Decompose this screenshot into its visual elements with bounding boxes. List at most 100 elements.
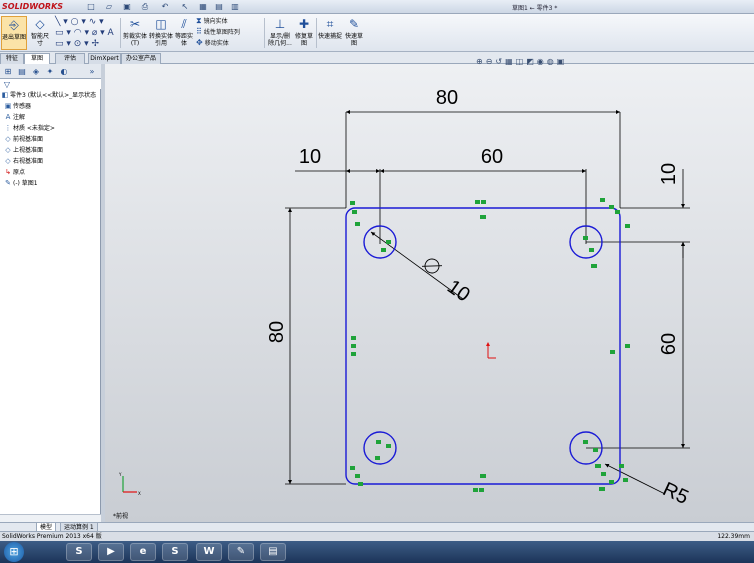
quick-snaps-button[interactable]: ⌗ 快速捕捉 (318, 17, 343, 40)
exit-sketch-icon: ⎆ (9, 18, 19, 32)
dimxpert-icon[interactable]: ✦ (46, 67, 54, 76)
command-manager: ⎆ 退出草图 ◇ 智能尺寸 ╲ ▾ ○ ▾ ∿ ▾ ▭ ▾ ◠ ▾ ⌀ ▾ A … (0, 14, 754, 52)
tree-item-front-plane[interactable]: ◇前视基准面 (5, 135, 44, 143)
taskbar-app-folder-icon[interactable]: ▤ (260, 543, 286, 561)
trim-button[interactable]: ✂ 剪裁实体(T) (123, 17, 148, 47)
status-bar: SolidWorks Premium 2013 x64 版 122.39mm (0, 531, 754, 541)
tab-evaluate[interactable]: 评估 (55, 53, 85, 64)
offset-button[interactable]: ⫽ 等距实体 (174, 17, 193, 47)
hole-bottom-left[interactable] (363, 431, 397, 465)
sketch-icon: ✎ (5, 179, 11, 187)
rounded-rectangle[interactable] (345, 207, 621, 485)
rapid-sketch-icon: ✎ (348, 17, 360, 31)
section-view-icon[interactable]: ▦ (505, 57, 513, 66)
hole-top-right[interactable] (569, 225, 603, 259)
tree-item-origin[interactable]: ↳原点 (5, 168, 26, 176)
tree-root[interactable]: ◧零件3 (默认<<默认>_显示状态 (1, 91, 97, 99)
rapid-sketch-button[interactable]: ✎ 快速草图 (344, 17, 363, 47)
tree-item-sketch1[interactable]: ✎(-) 草图1 (5, 179, 38, 187)
taskbar-app-browser-icon[interactable]: e (130, 543, 156, 561)
diameter-symbol (421, 258, 443, 274)
previous-view-icon[interactable]: ↺ (495, 57, 503, 66)
hole-top-left[interactable] (363, 225, 397, 259)
rebuild-icon[interactable]: ▦ (199, 2, 207, 11)
property-manager-icon[interactable]: ▤ (18, 67, 26, 76)
file-props-icon[interactable]: ▤ (215, 2, 223, 11)
tab-office-products[interactable]: 办公室产品 (121, 53, 161, 64)
appearance-icon[interactable]: ◍ (546, 57, 554, 66)
solidworks-logo[interactable]: SOLIDWORKS (2, 2, 64, 11)
separator (316, 18, 317, 48)
view-orientation-icon[interactable]: ◫ (515, 57, 524, 66)
origin-arrow (486, 342, 490, 346)
line-tool-row[interactable]: ╲ ▾ ○ ▾ ∿ ▾ (55, 17, 104, 27)
tab-sketch[interactable]: 草图 (24, 53, 50, 64)
smart-dimension-button[interactable]: ◇ 智能尺寸 (30, 17, 49, 47)
filter-icon[interactable]: ▽ (3, 80, 11, 89)
display-relations-button[interactable]: ⊥ 显示/删除几何... (268, 17, 292, 47)
dim-top-80[interactable]: 80 (436, 87, 458, 109)
display-style-icon[interactable]: ◩ (526, 57, 534, 66)
mirror-button[interactable]: ⧗镜向实体 (196, 16, 228, 25)
undo-icon[interactable]: ↶ (161, 2, 169, 11)
filter-row: ▽ (0, 79, 101, 89)
start-button[interactable]: ⊞ (4, 542, 24, 562)
slot-tool-row[interactable]: ▭ ▾ ⊙ ▾ ✢ (55, 39, 100, 49)
plane-icon: ◇ (5, 157, 11, 165)
dim-hole-spacing-x[interactable]: 60 (481, 146, 503, 168)
taskbar-app-sogou-icon[interactable]: S (66, 543, 92, 561)
taskbar-app-tool-icon[interactable]: ✎ (228, 543, 254, 561)
sketch-geometry[interactable] (345, 207, 621, 485)
dim-fillet-radius[interactable]: R5 (659, 478, 691, 509)
zoom-area-icon[interactable]: ⊖ (485, 57, 493, 66)
tree-item-sensors[interactable]: ▣传感器 (4, 102, 32, 110)
dim-hole-spacing-y[interactable]: 60 (658, 333, 680, 355)
linear-pattern-button[interactable]: ⠿线性草图阵列 (196, 27, 240, 36)
dim-hole-diameter[interactable]: 10 (443, 276, 474, 307)
expand-icon[interactable]: » (89, 67, 95, 76)
configuration-icon[interactable]: ◈ (32, 67, 40, 76)
view-toolbar: ⊕⊖↺▦◫◩◉◍▣ (476, 57, 567, 67)
offset-icon: ⫽ (181, 17, 187, 31)
tab-features[interactable]: 特征 (0, 53, 24, 64)
axis-triad: Y X (118, 472, 141, 496)
relation-markers (350, 198, 630, 492)
rect-tool-row[interactable]: ▭ ▾ ◠ ▾ ⌀ ▾ A (55, 28, 114, 38)
feature-tree-icon[interactable]: ⊞ (4, 67, 12, 76)
panel-scrollbar[interactable] (0, 514, 101, 522)
graphics-area[interactable]: 80 10 60 10 80 60 10 R5 Y X *前视 (105, 64, 754, 522)
zoom-fit-icon[interactable]: ⊕ (476, 57, 483, 66)
save-icon[interactable]: ▣ (123, 2, 131, 11)
select-icon[interactable]: ↖ (181, 2, 189, 11)
move-icon: ✥ (196, 38, 203, 47)
move-button[interactable]: ✥移动实体 (196, 38, 229, 47)
plane-icon: ◇ (5, 135, 11, 143)
feature-manager-tabs: ⊞ ▤ ◈ ✦ ◐ » (0, 64, 101, 79)
dim-left-80[interactable]: 80 (266, 321, 288, 343)
options-icon[interactable]: ▥ (231, 2, 239, 11)
hole-bottom-right[interactable] (569, 431, 603, 465)
dim-top-10[interactable]: 10 (658, 163, 680, 185)
taskbar-app-word-icon[interactable]: W (196, 543, 222, 561)
panel-splitter[interactable] (101, 64, 105, 522)
open-icon[interactable]: ▱ (105, 2, 113, 11)
sketch-drawing[interactable]: 80 10 60 10 80 60 10 R5 Y X *前视 (105, 64, 754, 522)
hide-show-icon[interactable]: ◉ (536, 57, 544, 66)
taskbar-app-media-icon[interactable]: ▶ (98, 543, 124, 561)
exit-sketch-button[interactable]: ⎆ 退出草图 (1, 16, 27, 50)
repair-icon: ✚ (298, 17, 310, 31)
tree-item-material[interactable]: ⋮材质 <未指定> (4, 124, 55, 132)
dim-left-10[interactable]: 10 (299, 146, 321, 168)
new-icon[interactable]: □ (87, 2, 95, 11)
convert-entities-button[interactable]: ◫ 转换实体引用 (149, 17, 174, 47)
taskbar-app-solidworks-icon[interactable]: S (162, 543, 188, 561)
repair-sketch-button[interactable]: ✚ 修复草图 (294, 17, 313, 47)
annotation-icon: A (5, 113, 11, 121)
print-icon[interactable]: ⎙ (141, 2, 149, 11)
tab-dimxpert[interactable]: DimXpert (88, 53, 121, 64)
scene-icon[interactable]: ▣ (556, 57, 565, 66)
tree-item-top-plane[interactable]: ◇上视基准面 (5, 146, 44, 154)
tree-item-right-plane[interactable]: ◇右视基准面 (5, 157, 44, 165)
display-manager-icon[interactable]: ◐ (60, 67, 68, 76)
